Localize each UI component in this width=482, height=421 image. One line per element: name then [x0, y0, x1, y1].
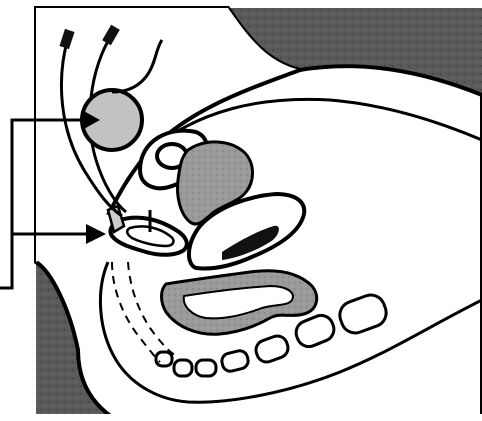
bottom-strip [0, 414, 482, 421]
vertebra-6 [174, 360, 192, 376]
vertebra-5 [196, 360, 216, 376]
vertebra-7 [156, 352, 172, 366]
